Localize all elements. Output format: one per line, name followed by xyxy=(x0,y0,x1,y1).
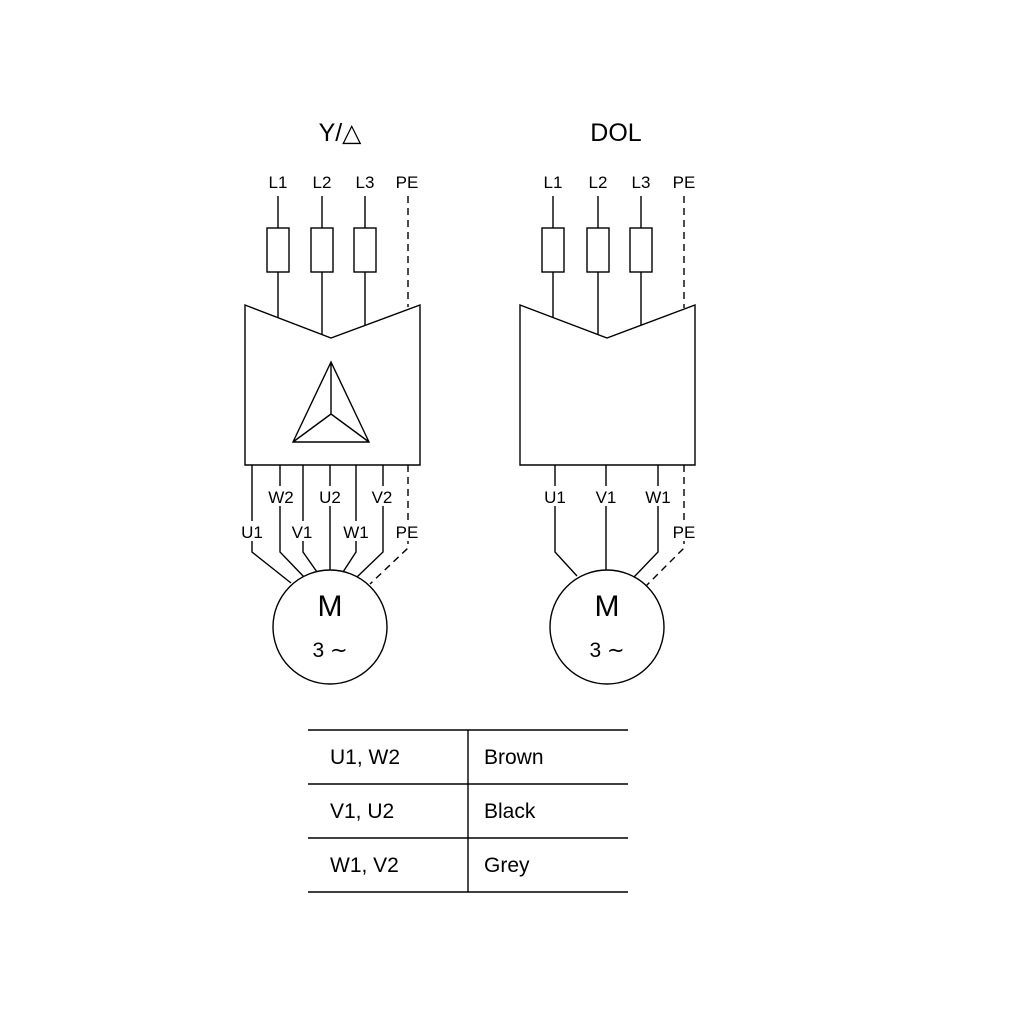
v1-label-bg xyxy=(589,486,623,506)
dol-title: DOL xyxy=(590,119,642,147)
star-delta-starter-box xyxy=(244,303,421,466)
u1-lead xyxy=(554,465,578,577)
motor-letter: M xyxy=(595,590,620,623)
table-row-color: Black xyxy=(484,800,536,823)
v2-label: V2 xyxy=(372,488,393,507)
table-row-terminals: U1, W2 xyxy=(330,746,400,769)
table-row-terminals: V1, U2 xyxy=(330,800,394,823)
dol-diagram: DOL L1 L2 L3 PE U1 V1 W1 PE xyxy=(519,119,701,685)
table-row-color: Grey xyxy=(484,854,530,877)
pe-top-label: PE xyxy=(673,173,696,192)
pe-bottom-label: PE xyxy=(396,523,419,542)
u1-label: U1 xyxy=(544,488,566,507)
w2-label: W2 xyxy=(268,488,294,507)
u2-label: U2 xyxy=(319,488,341,507)
v1-lead xyxy=(302,465,318,573)
u1-label-bg xyxy=(538,486,572,506)
fuse-l3 xyxy=(353,227,377,273)
pe-bottom-label-bg xyxy=(667,521,701,541)
u2-label-bg xyxy=(313,486,347,506)
pe-top-label: PE xyxy=(396,173,419,192)
pe-lead xyxy=(645,465,685,587)
u1-label: U1 xyxy=(241,523,263,542)
l2-label: L2 xyxy=(313,173,332,192)
v1-label: V1 xyxy=(292,523,313,542)
u1-label-bg xyxy=(235,521,269,541)
pe-lead xyxy=(369,465,409,585)
w1-lead xyxy=(342,465,357,573)
motor-circle xyxy=(549,569,665,685)
wire-color-table: U1, W2 Brown V1, U2 Black W1, V2 Grey xyxy=(308,729,628,893)
w1-lead xyxy=(633,465,659,578)
pe-bottom-label-bg xyxy=(390,521,424,541)
dol-starter-box xyxy=(519,303,696,466)
v2-label-bg xyxy=(365,486,399,506)
star-delta-diagram: Y/△ L1 L2 L3 PE W2 U2 V xyxy=(235,119,424,685)
l3-label: L3 xyxy=(356,173,375,192)
delta-symbol xyxy=(291,360,371,443)
l3-label: L3 xyxy=(632,173,651,192)
star-delta-title: Y/△ xyxy=(319,119,363,147)
pe-bottom-label: PE xyxy=(673,523,696,542)
v1-label: V1 xyxy=(596,488,617,507)
motor-phase: 3 ∼ xyxy=(589,639,624,662)
table-row-color: Brown xyxy=(484,746,544,769)
w1-label-bg xyxy=(641,486,675,506)
w1-label: W1 xyxy=(343,523,369,542)
l2-label: L2 xyxy=(589,173,608,192)
l1-label: L1 xyxy=(544,173,563,192)
motor-letter: M xyxy=(318,590,343,623)
fuse-l1 xyxy=(266,227,290,273)
fuse-l1 xyxy=(541,227,565,273)
motor-circle xyxy=(272,569,388,685)
fuse-l2 xyxy=(310,227,334,273)
w1-label: W1 xyxy=(645,488,671,507)
motor-phase: 3 ∼ xyxy=(312,639,347,662)
u1-lead xyxy=(251,465,292,584)
w1-label-bg xyxy=(339,521,373,541)
l1-label: L1 xyxy=(269,173,288,192)
w2-label-bg xyxy=(264,486,298,506)
table-row-terminals: W1, V2 xyxy=(330,854,399,877)
v1-label-bg xyxy=(285,521,319,541)
fuse-l2 xyxy=(586,227,610,273)
fuse-l3 xyxy=(629,227,653,273)
